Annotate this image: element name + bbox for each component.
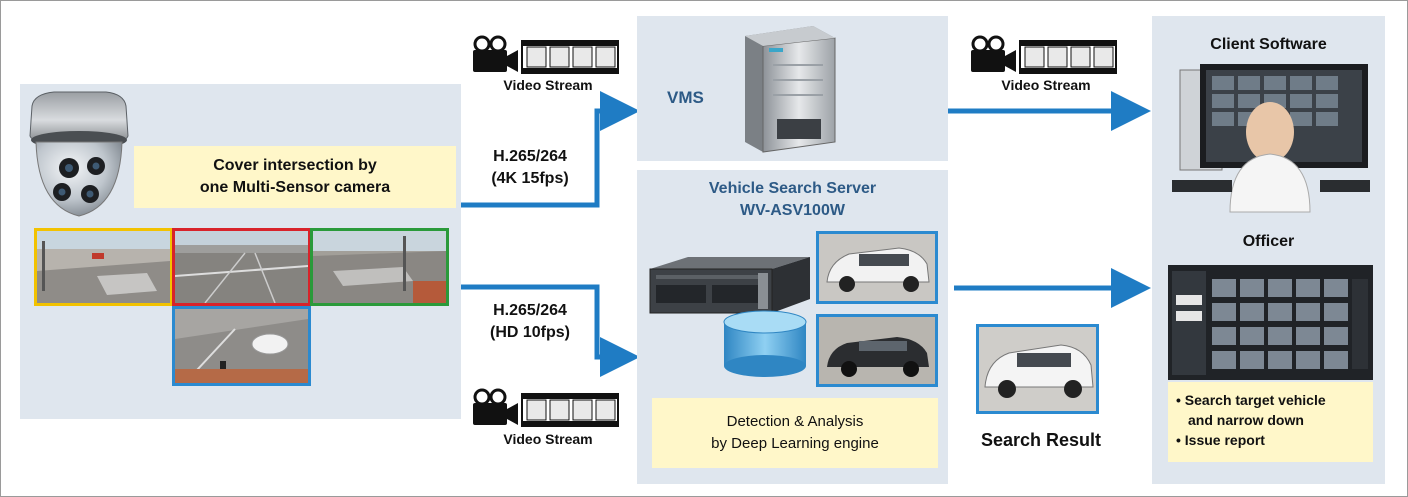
task-bullet-1-cont: and narrow down [1176, 410, 1365, 430]
bottom-spec: (HD 10fps) [489, 324, 570, 341]
arrow-camera-to-search-server [461, 284, 640, 377]
top-spec: (4K 15fps) [491, 170, 569, 187]
top-flow-label: H.265/264 (4K 15fps) [470, 146, 590, 190]
camera-caption-line1: Cover intersection by [213, 157, 377, 174]
vms-server-icon [743, 24, 838, 154]
officer-task-list: • Search target vehicle and narrow down … [1168, 382, 1373, 462]
camera-caption: Cover intersection by one Multi-Sensor c… [134, 146, 456, 208]
video-stream-icon-bottom-left [470, 388, 620, 428]
task-bullet-1: • Search target vehicle [1176, 392, 1326, 408]
camera-caption-line2: one Multi-Sensor camera [199, 179, 391, 196]
bottom-flow-label: H.265/264 (HD 10fps) [470, 300, 590, 344]
multi-sensor-camera-icon [24, 88, 134, 223]
rack-server-icon [648, 255, 813, 315]
video-stream-label-bottom-left: Video Stream [503, 431, 593, 447]
officer-title: Officer [1242, 233, 1295, 250]
camera-view-4 [172, 306, 311, 386]
database-icon [722, 310, 808, 378]
client-workstation-icon [1160, 62, 1378, 222]
camera-view-2 [172, 228, 311, 306]
search-server-caption-line2: by Deep Learning engine [711, 435, 879, 452]
vms-label: VMS [667, 88, 704, 107]
video-stream-icon-top-left [470, 35, 620, 75]
search-server-title: Vehicle Search Server WV-ASV100W [637, 178, 948, 222]
search-result-label: Search Result [980, 430, 1102, 450]
task-bullet-1-text: Search target vehicle [1184, 392, 1326, 408]
video-stream-label-top-left: Video Stream [503, 77, 593, 93]
camera-view-1 [34, 228, 173, 306]
search-server-caption: Detection & Analysis by Deep Learning en… [652, 398, 938, 468]
task-bullet-2-text: Issue report [1184, 432, 1265, 448]
task-bullet-1-cont-text: and narrow down [1188, 412, 1304, 428]
client-software-title: Client Software [1210, 36, 1327, 53]
video-stream-label-top-right: Video Stream [1001, 77, 1091, 93]
search-server-title-line1: Vehicle Search Server [708, 180, 877, 197]
arrow-camera-to-vms [461, 91, 640, 208]
search-server-model: WV-ASV100W [740, 202, 845, 219]
detected-vehicle-image-2 [816, 314, 938, 387]
top-codec: H.265/264 [493, 148, 567, 165]
camera-view-3 [310, 228, 449, 306]
officer-search-screen [1168, 265, 1373, 380]
bottom-codec: H.265/264 [493, 302, 567, 319]
video-stream-icon-top-right [968, 35, 1118, 75]
task-bullet-2: • Issue report [1176, 432, 1265, 448]
search-result-image [976, 324, 1099, 414]
detected-vehicle-image-1 [816, 231, 938, 304]
search-server-caption-line1: Detection & Analysis [726, 413, 864, 430]
